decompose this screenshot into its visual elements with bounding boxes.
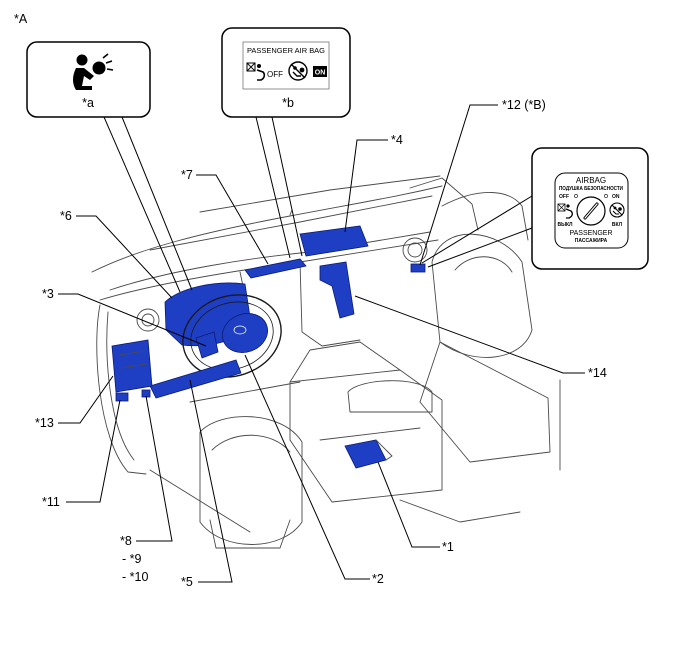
lower-connector-component [141, 389, 151, 398]
switch-title-ru: ПОДУШКА БЕЗОПАСНОСТИ [559, 186, 623, 192]
connector-component [115, 392, 129, 402]
switch-off-ru-text: ВЫКЛ [557, 222, 573, 228]
key-switch-icon [576, 196, 606, 226]
centre-bracket-component [319, 261, 355, 319]
callout-label-6: *6 [60, 209, 72, 223]
indicator-off-text: OFF [267, 70, 283, 79]
airbag-warning-icon [73, 53, 114, 90]
vehicle-interior-sketch [91, 175, 561, 549]
indicator-title: PASSENGER AIR BAG [247, 46, 325, 55]
callout-label-2: *2 [372, 572, 384, 586]
callout-label-10: - *10 [122, 570, 148, 584]
airbag-components [111, 225, 426, 469]
passenger-airbag-off-icon [609, 202, 625, 218]
child-seat-icon [246, 62, 266, 81]
steering-wheel-inner [190, 301, 274, 371]
switch-off-text: OFF [559, 194, 569, 200]
indicator-on-badge [313, 66, 327, 77]
knee-airbag-component [149, 359, 242, 399]
indicator-component [410, 263, 426, 273]
callout-label-1: *1 [442, 540, 454, 554]
dash-strip-component [244, 258, 307, 279]
inset-b-label: *b [282, 96, 294, 110]
passenger-airbag-off-icon [288, 61, 308, 81]
callout-label-9: - *9 [122, 552, 142, 566]
switch-passenger-ru-text: ПАССАЖИРА [575, 238, 608, 244]
inset-passenger-airbag-indicator: PASSENGER AIR BAG OFF ON *b [221, 27, 351, 118]
steering-pad-component [222, 313, 268, 353]
inset-a-label: *a [82, 96, 94, 110]
switch-passenger-text: PASSENGER [569, 230, 612, 237]
inset-airbag-cutoff-switch: AIRBAG ПОДУШКА БЕЗОПАСНОСТИ OFF ON ВЫКЛ … [531, 147, 649, 270]
indicator-on-text: ON [315, 70, 326, 77]
callout-label-4: *4 [391, 133, 403, 147]
callout-label-8: *8 [120, 534, 132, 548]
steering-wheel [182, 294, 282, 378]
callout-label-12: *12 (*B) [502, 98, 546, 112]
figure-label: *A [14, 12, 28, 26]
callout-label-14: *14 [588, 366, 607, 380]
switch-on-ru-text: ВКЛ [612, 222, 623, 228]
leader-lines [58, 104, 585, 583]
callout-label-5: *5 [181, 575, 193, 589]
steering-emblem [233, 325, 247, 335]
callout-label-7: *7 [181, 168, 193, 182]
callout-labels: *12 (*B) *4 *7 *6 *3 *14 *13 *11 *8 - *9… [35, 98, 607, 589]
child-seat-icon [557, 203, 573, 219]
passenger-airbag-component [299, 225, 369, 257]
switch-title: AIRBAG [576, 176, 606, 185]
callout-label-13: *13 [35, 416, 54, 430]
callout-label-11: *11 [42, 495, 60, 509]
inset-airbag-warning: *a [26, 41, 151, 118]
callout-label-3: *3 [42, 287, 54, 301]
spiral-cable-component [195, 331, 219, 359]
switch-on-text: ON [612, 194, 620, 200]
